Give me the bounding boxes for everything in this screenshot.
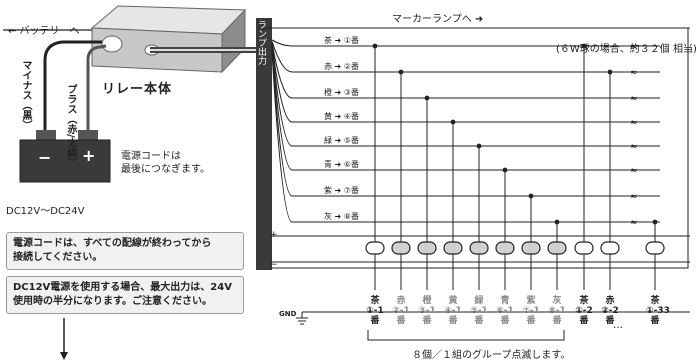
marker-lamp <box>495 241 515 255</box>
channel-label: 橙 ③-1 番 <box>418 296 436 326</box>
channel-label: 黄 ④-1 番 <box>444 296 462 326</box>
note-dc12v-warning: DC12V電源を使用する場合、最大出力は、24V 使用時の半分になります。ご注意… <box>6 276 244 314</box>
marker-lamp <box>574 241 594 255</box>
group-flash-note: ８個／１組のグループ点滅します。 <box>412 350 571 361</box>
wire-label: 赤 ➜ ②番 <box>324 62 359 71</box>
marker-lamp <box>521 241 541 255</box>
channel-label: 赤 ②-1 番 <box>392 296 410 326</box>
battery <box>19 130 111 183</box>
gnd-label: GND <box>279 310 297 318</box>
wire-label: 紫 ➜ ⑦番 <box>324 186 359 195</box>
wire-break-mark: ≈ <box>630 42 638 52</box>
note-wiring-order: 電源コードは、すべての配線が終わってから 接続してください。 <box>6 232 244 270</box>
wire-break-mark: ≈ <box>630 218 638 228</box>
wire-2 <box>271 41 648 73</box>
wire-label: 橙 ➜ ③番 <box>324 88 359 97</box>
wire-break-mark: ≈ <box>630 94 638 104</box>
marker-lamp <box>547 241 567 255</box>
plus-bus-label: + <box>270 230 278 240</box>
channel-label: 紫 ⑦-1 番 <box>522 296 540 326</box>
marker-lamp <box>600 241 620 255</box>
wire-label: 茶 ➜ ①番 <box>324 36 359 45</box>
wire-label: 黄 ➜ ④番 <box>324 112 359 121</box>
wire-5 <box>271 45 648 147</box>
wire-break-mark: ≈ <box>630 192 638 202</box>
wire-8 <box>271 50 648 223</box>
wire-break-mark: ≈ <box>630 68 638 78</box>
marker-lamp <box>469 241 489 255</box>
wire-4 <box>271 44 648 123</box>
wire-3 <box>271 42 648 99</box>
channel-label: 茶 ①-2 番 <box>575 296 593 326</box>
wire-break-mark: ≈ <box>630 118 638 128</box>
marker-lamp <box>443 241 463 255</box>
battery-minus-symbol: − <box>38 148 52 167</box>
power-cord-note: 電源コードは 最後につなぎます。 <box>121 151 210 175</box>
voltage-label: DC12V〜DC24V <box>6 206 85 217</box>
wire-1 <box>271 39 648 47</box>
relay-body <box>90 5 247 74</box>
minus-bus-label: − <box>270 260 278 270</box>
marker-lamp <box>365 241 385 255</box>
wire-label: 青 ➜ ⑥番 <box>324 160 359 169</box>
channel-label: 緑 ⑤-1 番 <box>470 296 488 326</box>
lamp-output-panel <box>256 18 272 270</box>
wire-break-mark: ≈ <box>630 142 638 152</box>
marker-lamp <box>645 241 665 255</box>
to-marker-label: マーカーランプへ ➜ <box>392 14 484 25</box>
plus-wire-label: プラス（赤/太線） <box>65 84 76 168</box>
ellipsis-label: … <box>613 320 623 331</box>
channel-label: 青 ⑥-1 番 <box>496 296 514 326</box>
wire-break-mark: ≈ <box>630 166 638 176</box>
channel-label: 灰 ⑧-1 番 <box>548 296 566 326</box>
battery-plus-symbol: + <box>82 146 96 165</box>
minus-wire-label: マイナス（黒） <box>20 60 31 130</box>
marker-lamp <box>417 241 437 255</box>
channel-label: 赤 ②-2 番 <box>601 296 619 326</box>
wire-label: 灰 ➜ ⑧番 <box>324 212 359 221</box>
channel-label: 茶 ①-1 番 <box>366 296 384 326</box>
six-watt-note: (６W球の場合、約３２個 相当) <box>556 44 697 55</box>
marker-lamp <box>391 241 411 255</box>
relay-body-label: リレー本体 <box>102 82 173 97</box>
wire-label: 緑 ➜ ⑤番 <box>324 136 359 145</box>
wire-6 <box>271 47 648 171</box>
channel-label: 茶 ①-33 番 <box>646 296 670 326</box>
to-battery-label: ← バッテリーへ <box>8 26 80 37</box>
lamp-output-label: ランプ出力 <box>256 20 266 65</box>
